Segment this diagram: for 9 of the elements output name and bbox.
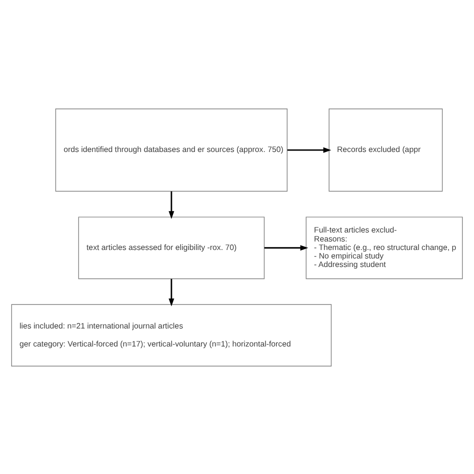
node-box: Full-text articles exclud- Reasons: - Thematic (e.g., reo structural change, p - No empirical study - Addressing student bbox=[306, 216, 463, 279]
arrow bbox=[168, 278, 174, 306]
node-box: text articles assessed for eligibility -rox. 70) bbox=[78, 216, 265, 279]
node-box: lies included: n=21 international journal articles ger category: Vertical-forced (n=17); vertical-voluntary (n=1); horizontal-forced bbox=[11, 304, 332, 366]
node-box: ords identified through databases and er sources (approx. 750) bbox=[55, 108, 288, 192]
arrow bbox=[168, 190, 174, 219]
node-box: Records excluded (appr bbox=[328, 108, 443, 192]
arrow bbox=[264, 244, 308, 250]
arrow bbox=[287, 146, 332, 152]
